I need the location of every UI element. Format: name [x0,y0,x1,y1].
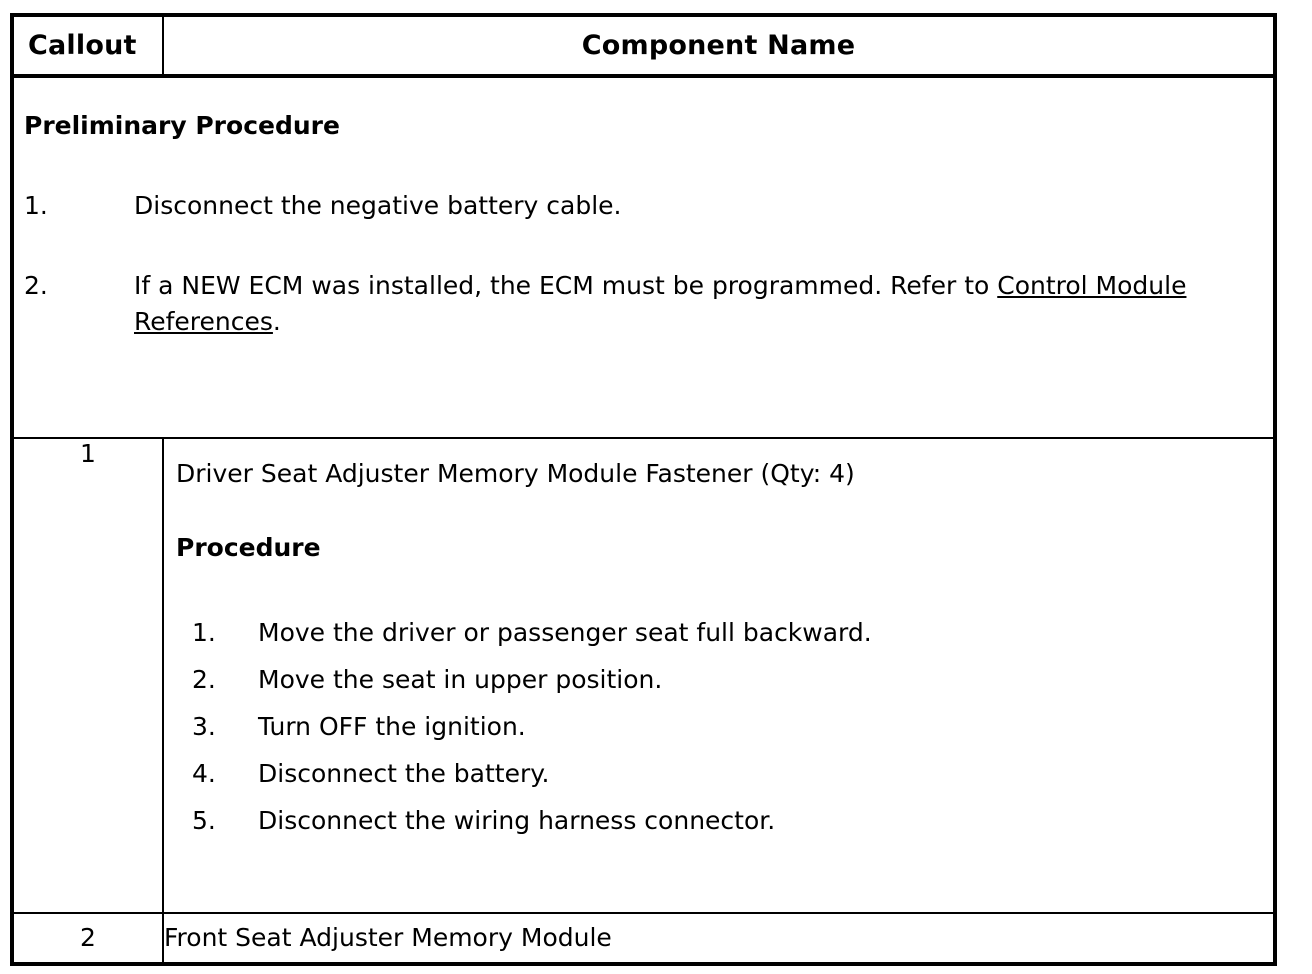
preliminary-step-2-text-after: . [272,307,281,336]
procedure-heading: Procedure [176,533,321,562]
callout-number-2: 2 [11,912,164,965]
component-name-1: Driver Seat Adjuster Memory Module Faste… [176,459,855,488]
preliminary-procedure-cell: Preliminary Procedure 1. Disconnect the … [11,75,1276,439]
preliminary-step-2-text-before: If a NEW ECM was installed, the ECM must… [134,271,998,300]
procedure-step-2: 2. Move the seat in upper position. [176,656,1257,703]
preliminary-step-2-text: If a NEW ECM was installed, the ECM must… [134,268,1257,340]
preliminary-step-2-number: 2. [24,271,48,300]
preliminary-procedure-row: Preliminary Procedure 1. Disconnect the … [11,75,1276,439]
procedure-step-4-number: 4. [192,759,216,788]
preliminary-step-list: 1. Disconnect the negative battery cable… [24,188,1257,340]
component-callout-table: Callout Component Name Preliminary Proce… [10,13,1277,966]
table-header-row: Callout Component Name [11,14,1276,78]
procedure-step-list: 1. Move the driver or passenger seat ful… [176,609,1257,844]
procedure-step-1: 1. Move the driver or passenger seat ful… [176,609,1257,656]
procedure-step-2-number: 2. [192,665,216,694]
header-callout: Callout [11,14,164,78]
procedure-step-3-number: 3. [192,712,216,741]
preliminary-step-1-number: 1. [24,191,48,220]
header-component-name: Component Name [162,14,1276,78]
preliminary-step-1-text: Disconnect the negative battery cable. [134,191,622,220]
procedure-step-1-number: 1. [192,618,216,647]
preliminary-step-2: 2. If a NEW ECM was installed, the ECM m… [24,268,1257,340]
table-row: 1 Driver Seat Adjuster Memory Module Fas… [11,437,1276,914]
table-row: 2 Front Seat Adjuster Memory Module [11,912,1276,965]
procedure-step-3-text: Turn OFF the ignition. [258,712,526,741]
procedure-step-5: 5. Disconnect the wiring harness connect… [176,797,1257,844]
preliminary-procedure-title: Preliminary Procedure [24,111,340,140]
procedure-step-3: 3. Turn OFF the ignition. [176,703,1257,750]
preliminary-step-1: 1. Disconnect the negative battery cable… [24,188,1257,224]
control-module-references-link[interactable]: Control Module References [134,271,1187,336]
procedure-step-4: 4. Disconnect the battery. [176,750,1257,797]
component-detail-cell-1: Driver Seat Adjuster Memory Module Faste… [162,437,1276,914]
procedure-step-4-text: Disconnect the battery. [258,759,550,788]
component-name-2: Front Seat Adjuster Memory Module [162,912,1276,965]
procedure-step-2-text: Move the seat in upper position. [258,665,663,694]
procedure-step-5-number: 5. [192,806,216,835]
procedure-step-5-text: Disconnect the wiring harness connector. [258,806,776,835]
callout-number-1: 1 [11,437,164,914]
procedure-step-1-text: Move the driver or passenger seat full b… [258,618,872,647]
